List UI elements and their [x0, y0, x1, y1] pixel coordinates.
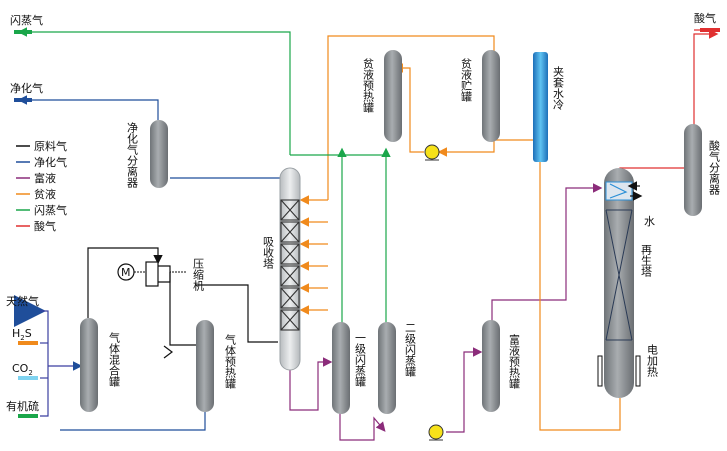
check-valve-icon [163, 345, 173, 359]
gas-preheat-tank-label: 气体预热罐 [224, 333, 237, 390]
legend-label: 酸气 [34, 219, 56, 233]
legend-label: 净化气 [34, 155, 67, 169]
absorber-label: 吸收塔 [262, 236, 275, 270]
h2s-input-label: H2S [12, 327, 32, 342]
rich-pump-icon [428, 424, 444, 441]
rich-preheat-tank [482, 320, 500, 412]
legend-label: 闪蒸气 [34, 203, 67, 217]
legend-label: 原料气 [34, 139, 67, 153]
flash-gas-lines [17, 27, 391, 326]
natural-gas-input-label: 天然气 [6, 294, 39, 308]
regenerator-label: 再生塔 [640, 244, 653, 278]
flash-gas-output-label: 闪蒸气 [10, 13, 43, 27]
organic-sulfur-input-label: 有机硫 [6, 399, 39, 413]
legend-label: 贫液 [34, 187, 56, 201]
acid-gas-separator-label: 酸气分离器 [708, 139, 721, 196]
purified-gas-output-label: 净化气 [10, 81, 43, 95]
water-label: 水 [644, 215, 655, 228]
input-arrows [14, 295, 46, 418]
legend-label: 富液 [34, 171, 56, 185]
lean-storage-tank [482, 50, 500, 142]
absorber-tower [279, 167, 301, 371]
purified-gas-separator [150, 120, 168, 188]
compressor-label: 压缩机 [192, 258, 205, 291]
rich-liquid-lines [289, 183, 603, 441]
purified-gas-separator-label: 净化气分离器 [126, 121, 139, 189]
lean-pump-icon [424, 144, 440, 161]
input-connectors [40, 310, 83, 417]
stage1-flash-label: 一级闪蒸罐 [354, 332, 367, 388]
gas-mixing-tank-label: 气体混合罐 [108, 331, 121, 388]
motor-label: M [121, 266, 131, 279]
rich-preheat-label: 富液预热罐 [508, 333, 521, 390]
legend: 原料气 净化气 富液 贫液 闪蒸气 酸气 [16, 139, 67, 233]
compressor [117, 261, 186, 287]
lean-storage-label: 贫液贮罐 [460, 57, 473, 103]
jacket-water-cooler [533, 52, 548, 162]
electric-heating-label: 电加热 [646, 344, 659, 378]
lean-preheat-label: 贫液预热罐 [362, 57, 375, 114]
stage2-flash-tank [378, 322, 396, 414]
co2-input-label: CO2 [12, 362, 33, 377]
regenerator-tower [597, 168, 643, 398]
output-arrows [14, 28, 720, 102]
jacket-cooling-label: 夹套水冷 [552, 66, 565, 111]
gas-mixing-tank [80, 318, 98, 412]
gas-preheat-tank [196, 320, 214, 412]
stage2-flash-label: 二级闪蒸罐 [404, 322, 417, 378]
lean-preheat-tank [384, 50, 402, 142]
acid-gas-output-label: 酸气 [694, 11, 716, 25]
stage1-flash-tank [332, 322, 350, 414]
acid-gas-separator [684, 124, 702, 216]
